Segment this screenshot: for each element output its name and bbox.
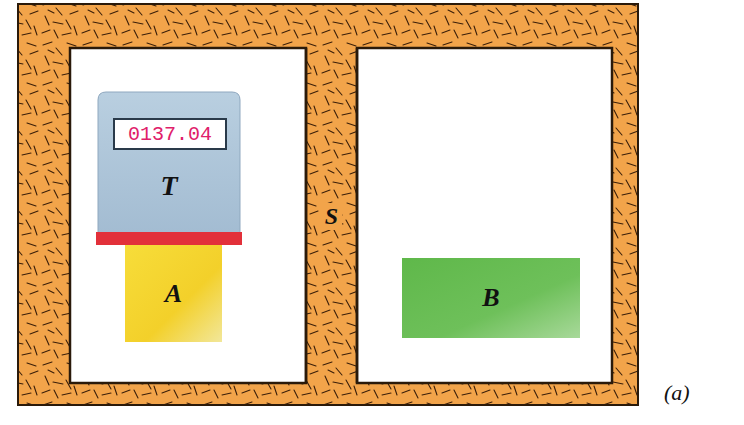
body-a [125, 245, 222, 342]
digital-display: 0137.04 [113, 118, 227, 150]
body-b: B [402, 258, 580, 338]
temperature-reading: 0137.04 [128, 123, 212, 146]
partition-wall [305, 48, 308, 383]
partition-wall: S [306, 48, 357, 383]
body-a: A [125, 245, 222, 342]
thermoscope-body [98, 92, 240, 234]
part-label: A [165, 279, 182, 309]
insulating-wall [18, 4, 638, 405]
part-label: B [482, 283, 499, 313]
body-b [402, 258, 580, 338]
part-label: S [321, 203, 342, 230]
part-label: T [160, 170, 177, 202]
thermoscope-base [96, 232, 242, 245]
figure-label: (a) [664, 380, 690, 406]
thermoscope: 0137.04T [98, 92, 240, 232]
